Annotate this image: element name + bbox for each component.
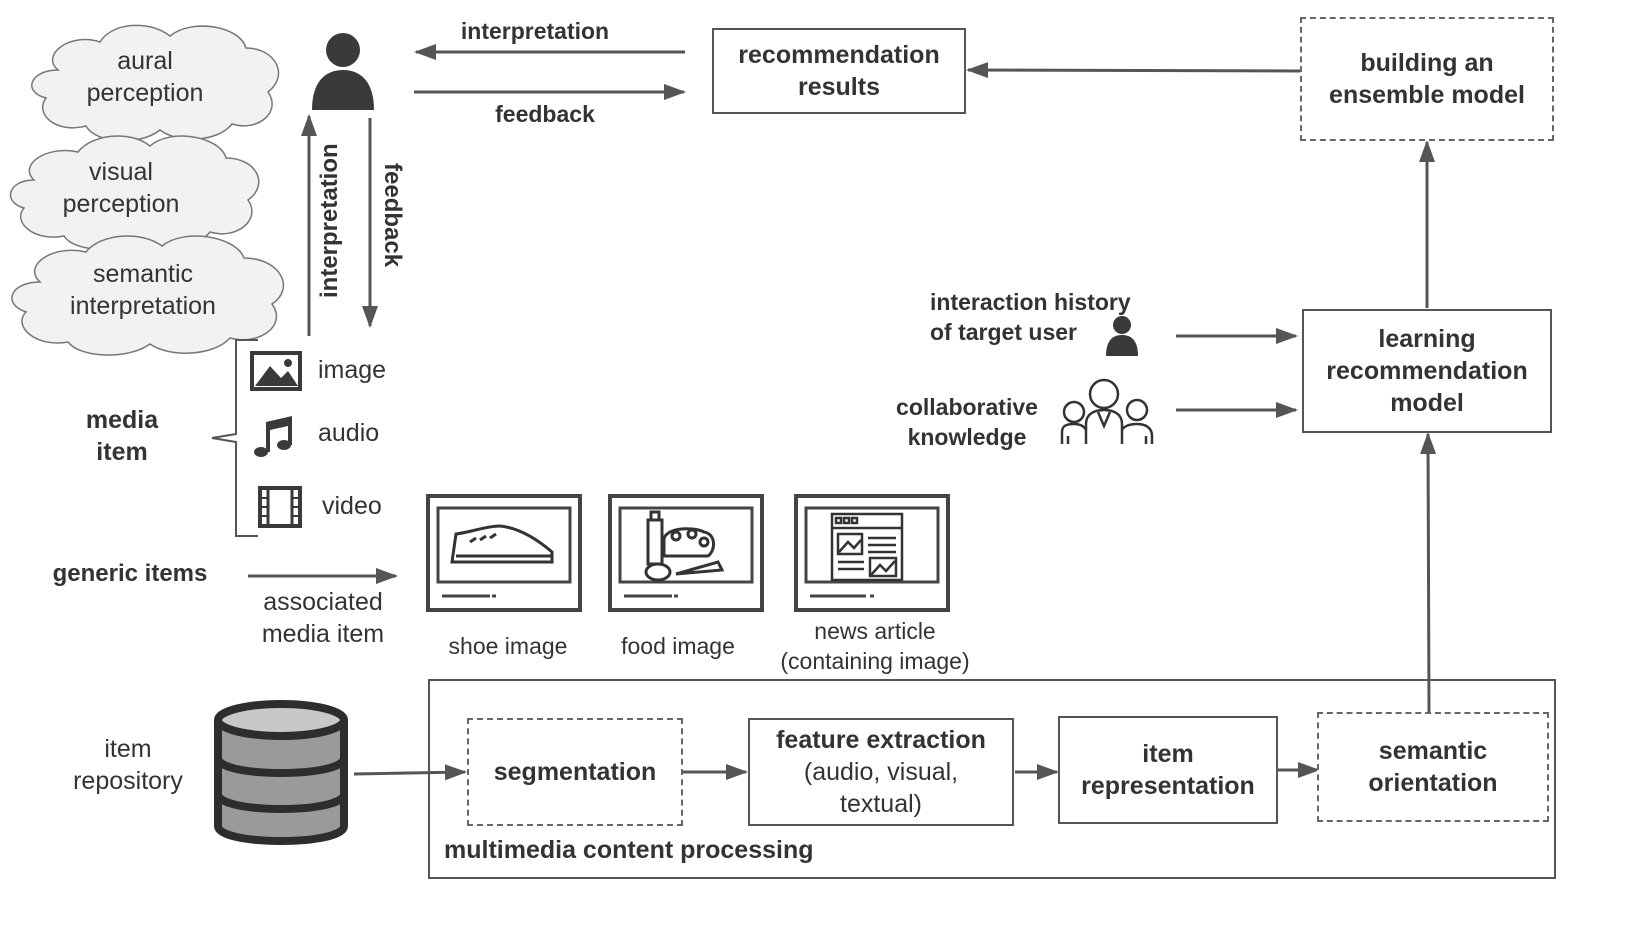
user-icon xyxy=(312,33,374,110)
collaborative-line1: collaborative xyxy=(896,394,1038,420)
media-item-line1: media xyxy=(85,406,159,434)
news-caption-line2: (containing image) xyxy=(780,648,970,674)
news-article-icon xyxy=(830,512,904,582)
target-user-icon xyxy=(1106,316,1138,356)
recommendation-results-line2: results xyxy=(798,73,880,101)
cloud-aural-line1: aural xyxy=(117,47,173,75)
learning-model-line1: learning xyxy=(1378,325,1476,353)
media-item-label: media item xyxy=(70,404,174,468)
media-type-image-label: image xyxy=(318,356,387,384)
interaction-history-label: interaction history of target user xyxy=(930,287,1160,347)
cloud-visual-label: visual perception xyxy=(36,156,206,220)
ensemble-model-box: building an ensemble model xyxy=(1300,17,1554,141)
group-icon xyxy=(1060,378,1154,444)
feature-extraction-line1: feature extraction xyxy=(776,726,986,754)
repository-label: item repository xyxy=(56,733,200,797)
multimedia-processing-container xyxy=(428,679,1556,879)
item-representation-line2: representation xyxy=(1081,772,1255,800)
semantic-orientation-line2: orientation xyxy=(1368,769,1498,797)
food-monitor xyxy=(608,494,764,612)
feature-extraction-line2: (audio, visual, xyxy=(803,758,959,786)
food-icon xyxy=(644,510,725,582)
image-icon xyxy=(250,351,302,391)
generic-items-label: generic items xyxy=(52,560,208,587)
shoe-caption: shoe image xyxy=(448,633,568,659)
learning-model-line3: model xyxy=(1390,389,1464,417)
food-caption: food image xyxy=(621,633,735,659)
learning-model-box: learning recommendation model xyxy=(1302,309,1552,433)
arrow-repo-to-segmentation xyxy=(353,764,467,781)
music-note-icon xyxy=(254,416,292,457)
feature-extraction-box: feature extraction (audio, visual, textu… xyxy=(748,718,1014,826)
recommendation-results-line1: recommendation xyxy=(738,41,940,69)
item-representation-box: item representation xyxy=(1058,716,1278,824)
media-item-line2: item xyxy=(96,438,148,466)
cloud-semantic-label: semantic interpretation xyxy=(48,258,238,322)
feature-extraction-line3: textual) xyxy=(840,790,922,818)
media-item-brace xyxy=(211,339,258,537)
item-representation-line1: item xyxy=(1142,740,1194,768)
news-caption-line1: news article xyxy=(814,618,936,644)
segmentation-box: segmentation xyxy=(467,718,683,826)
film-icon xyxy=(258,486,302,528)
cloud-aural xyxy=(31,24,280,142)
shoe-monitor xyxy=(426,494,582,612)
ensemble-model-line2: ensemble model xyxy=(1329,81,1525,109)
collaborative-knowledge-label: collaborative knowledge xyxy=(882,392,1052,452)
recommendation-results-box: recommendation results xyxy=(712,28,966,114)
interpretation-top-label: interpretation xyxy=(460,18,610,44)
interaction-history-line2: of target user xyxy=(930,319,1077,345)
news-caption: news article (containing image) xyxy=(766,616,984,676)
semantic-orientation-line1: semantic xyxy=(1378,737,1488,765)
cloud-visual-line2: perception xyxy=(62,190,180,218)
cloud-semantic-line2: interpretation xyxy=(70,292,216,320)
cloud-semantic-line1: semantic xyxy=(92,260,194,288)
collaborative-line2: knowledge xyxy=(907,424,1027,450)
ensemble-model-line1: building an xyxy=(1360,49,1494,77)
feedback-top-label: feedback xyxy=(495,101,595,127)
arrow-ensemble-to-results xyxy=(966,62,1301,79)
arrow-orientation-to-learning xyxy=(1420,432,1437,713)
segmentation-line1: segmentation xyxy=(493,758,657,786)
multimedia-processing-label: multimedia content processing xyxy=(444,836,814,864)
repository-line2: repository xyxy=(73,767,183,795)
media-type-audio-label: audio xyxy=(318,419,380,447)
database-icon xyxy=(214,700,348,845)
cloud-visual-line1: visual xyxy=(89,158,153,186)
cloud-visual xyxy=(9,135,260,250)
associated-media-line1: associated xyxy=(263,588,383,616)
feedback-vertical-label: feedback xyxy=(379,163,406,268)
shoe-icon xyxy=(450,524,554,564)
news-monitor xyxy=(794,494,950,612)
cloud-aural-label: aural perception xyxy=(60,45,230,109)
cloud-semantic xyxy=(11,235,285,356)
associated-media-label: associated media item xyxy=(240,586,406,650)
interpretation-vertical-label: interpretation xyxy=(316,143,343,298)
media-type-video-label: video xyxy=(322,492,382,520)
interaction-history-line1: interaction history xyxy=(930,289,1131,315)
associated-media-line2: media item xyxy=(261,620,385,648)
learning-model-line2: recommendation xyxy=(1326,357,1528,385)
cloud-aural-line2: perception xyxy=(86,79,204,107)
repository-line1: item xyxy=(104,735,152,763)
semantic-orientation-box: semantic orientation xyxy=(1317,712,1549,822)
